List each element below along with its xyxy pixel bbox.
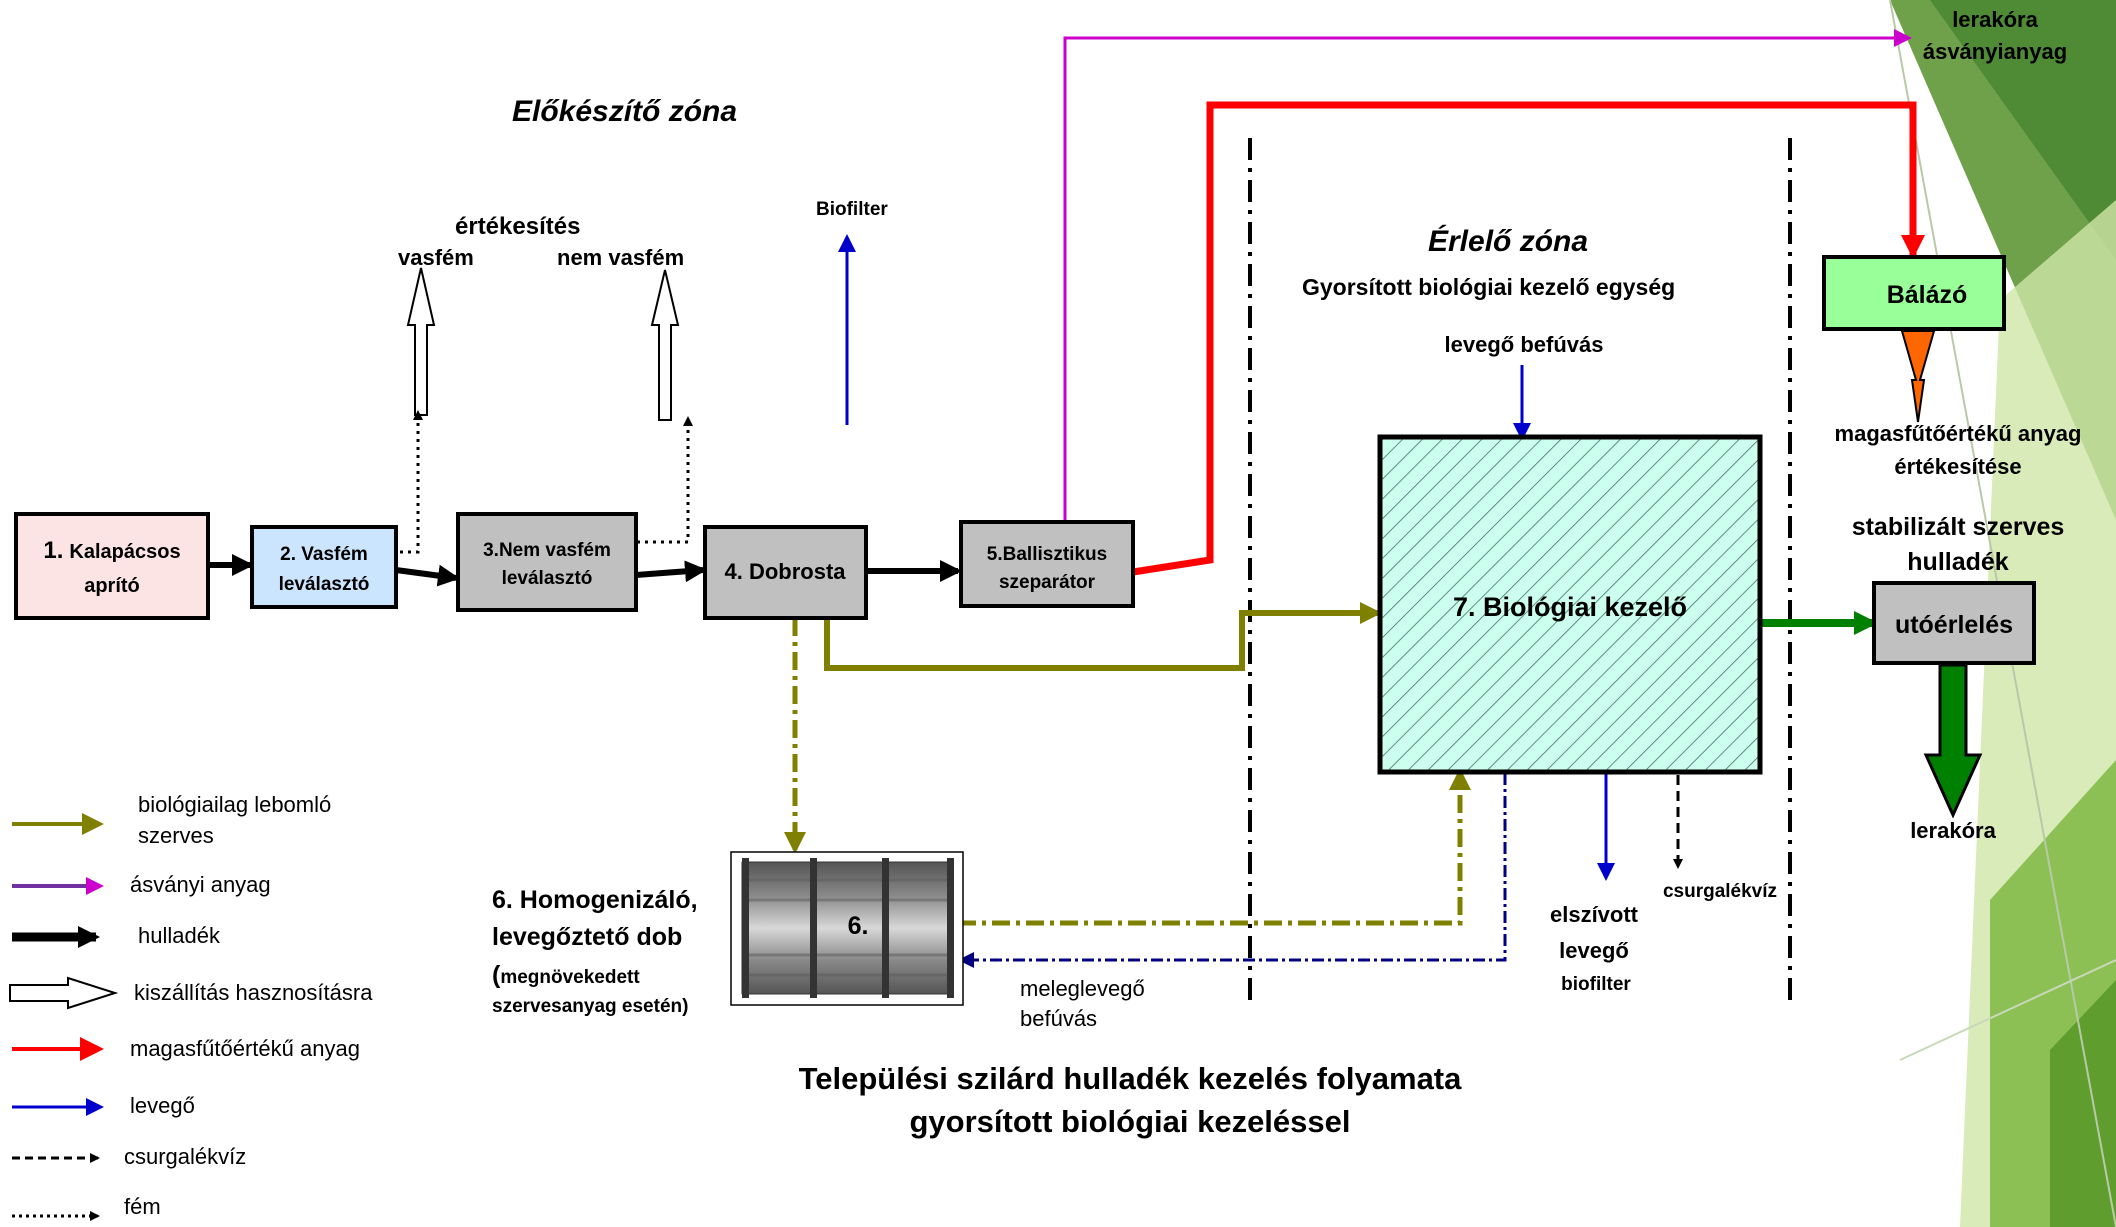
box-nonferrous-separator-label: 3.Nem vasfém (483, 540, 611, 561)
box-biological-treatment-label: 7. Biológiai kezelő (1453, 592, 1687, 622)
nonferrous-export-arrow (650, 269, 680, 421)
landfill-mineral-label-2: ásványianyag (1923, 39, 2067, 64)
exhaust-air-label-2: levegő (1559, 938, 1629, 963)
box-baler[interactable] (1822, 255, 2006, 331)
legend-label-waste: hulladék (138, 923, 221, 948)
exhaust-air-label-1: elszívott (1550, 902, 1639, 927)
high-calorific-flow (1132, 101, 1925, 576)
warm-air-label-1: meleglevegő (1020, 976, 1145, 1001)
legend-label-air: levegő (130, 1093, 195, 1118)
box-ferrous-separator-label: 2. Vasfém (280, 544, 368, 565)
diagram-title-line-2: gyorsított biológiai kezeléssel (909, 1104, 1350, 1139)
legend-label-export: kiszállítás hasznosításra (134, 980, 373, 1005)
diagram-title-line-1: Települési szilárd hulladék kezelés foly… (799, 1061, 1463, 1096)
warm-air-label-2: befúvás (1020, 1006, 1097, 1031)
legend: biológiailag lebomló szerves ásványi any… (9, 792, 373, 1221)
box-ferrous-separator[interactable] (250, 525, 398, 609)
legend-label-metal: fém (124, 1194, 161, 1219)
box-maturation-label: utóérlelés (1895, 611, 2013, 639)
legend-label-mineral: ásványi anyag (130, 872, 271, 897)
landfill-label: lerakóra (1910, 818, 1996, 843)
legend-label-high-calorific: magasfűtőértékű anyag (130, 1036, 360, 1061)
box-ballistic-separator[interactable] (959, 520, 1135, 608)
drum-output-flow (958, 768, 1471, 926)
landfill-arrow (1923, 663, 1983, 819)
zone-subtitle-accelerated: Gyorsított biológiai kezelő egység (1302, 274, 1675, 300)
flow-2-3 (395, 564, 460, 587)
legend-label-biodegradable-1: biológiailag lebomló (138, 792, 331, 817)
legend-swatch-export (9, 976, 119, 1010)
drum-number-label: 6. (848, 912, 869, 940)
legend-label-leachate: csurgalékvíz (124, 1144, 246, 1169)
stabilized-waste-label-2: hulladék (1907, 548, 2009, 576)
sales-label: értékesítés (455, 213, 580, 240)
stabilized-waste-label-1: stabilizált szerves (1852, 513, 2065, 541)
exhaust-air-label-3: biofilter (1561, 974, 1631, 995)
baler-output-arrow (1900, 330, 1936, 423)
biofilter-top-label: Biofilter (816, 199, 888, 220)
box-ferrous-separator-label-2: leválasztó (279, 574, 370, 595)
zone-title-prep: Előkészítő zóna (512, 95, 737, 128)
zone-title-matur: Érlelő zóna (1428, 224, 1588, 258)
box-maturation[interactable] (1872, 581, 2036, 665)
homogenizer-label-1: 6. Homogenizáló, (492, 886, 698, 914)
box-biological-treatment[interactable] (1377, 434, 1763, 775)
box-nonferrous-separator[interactable] (456, 512, 638, 612)
flow-3-4 (635, 560, 707, 583)
nonferrous-label: nem vasfém (557, 245, 684, 270)
ferrous-export-arrow (406, 267, 436, 416)
homogenizer-label-3: (megnövekedett (492, 961, 640, 989)
ferrous-label: vasfém (398, 245, 474, 270)
homogenizer-drum[interactable]: 6. (730, 851, 964, 1006)
box-ballistic-separator-label-2: szeparátor (999, 572, 1096, 593)
box-hammer-crusher-label: 1.Kalapácsos (43, 537, 180, 564)
homogenizer-label-2: levegőztető dob (492, 923, 682, 951)
box-nonferrous-separator-label-2: leválasztó (502, 568, 593, 589)
box-ballistic-separator-label: 5.Ballisztikus (987, 544, 1107, 565)
nonferrous-metal-flow (637, 416, 693, 544)
air-blowing-label: levegő befúvás (1445, 332, 1604, 357)
warm-air-flow (958, 773, 1507, 968)
box-drum-screen[interactable] (703, 525, 868, 620)
high-calorific-sale-label-2: értékesítése (1894, 454, 2021, 479)
ferrous-metal-flow (400, 410, 423, 554)
mineral-flow (1063, 29, 1912, 522)
leachate-label: csurgalékvíz (1663, 881, 1777, 902)
homogenizer-label-4: szervesanyag esetén) (492, 996, 688, 1017)
legend-label-biodegradable-2: szerves (138, 823, 214, 848)
biodegradable-flow (824, 602, 1382, 671)
box-baler-label: Bálázó (1887, 281, 1968, 309)
background-decoration (1889, 0, 2116, 1227)
box-hammer-crusher[interactable] (14, 512, 210, 620)
landfill-mineral-label-1: lerakóra (1952, 7, 2038, 32)
box-hammer-crusher-label-2: aprító (84, 575, 140, 597)
box-drum-screen-label: 4. Dobrosta (724, 559, 846, 584)
high-calorific-sale-label-1: magasfűtőértékű anyag (1835, 421, 2082, 446)
